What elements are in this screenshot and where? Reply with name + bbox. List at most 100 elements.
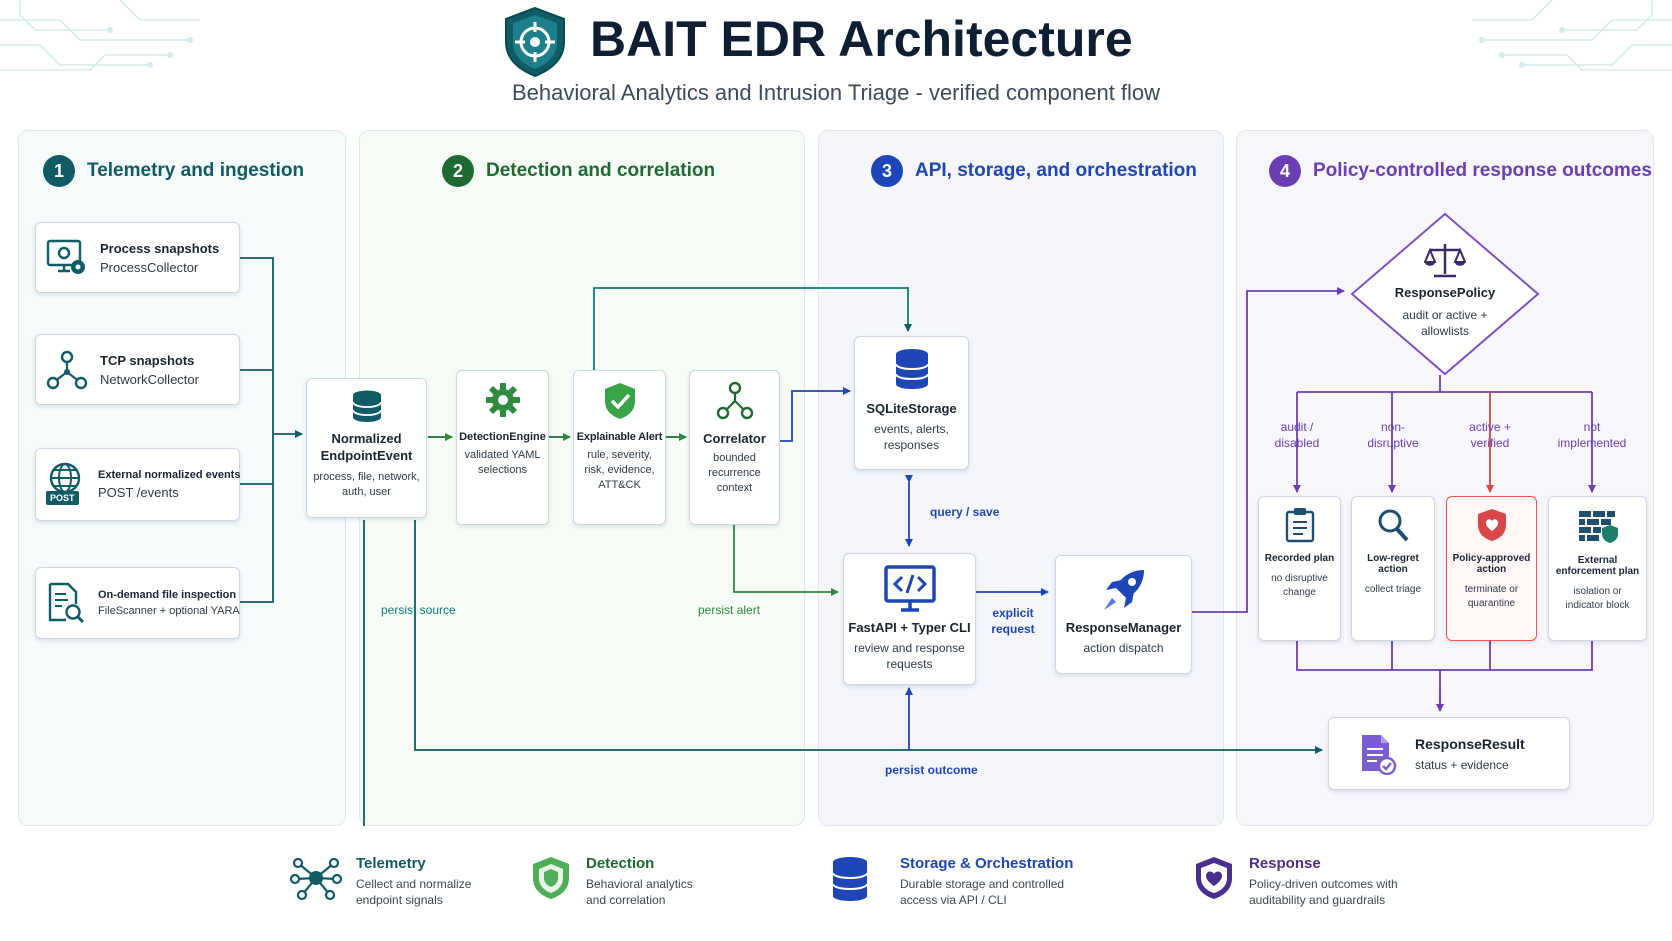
flow-label-query-save: query / save [930, 505, 1000, 519]
outcome-low-regret-action[interactable]: Low-regret action collect triage [1351, 496, 1435, 641]
response-result-card[interactable]: ResponseResult status + evidence [1328, 717, 1570, 790]
tcp-snapshots-card[interactable]: TCP snapshots NetworkCollector [35, 334, 240, 405]
card-title: Normalized EndpointEvent [320, 431, 413, 463]
outcome-recorded-plan[interactable]: Recorded plan no disruptive change [1258, 496, 1341, 641]
legend-detection: Detection Behavioral analytics and corre… [530, 855, 704, 908]
card-title: TCP snapshots [100, 352, 195, 368]
card-title: Policy-approved action [1452, 553, 1531, 575]
legend-title: Telemetry [356, 855, 426, 872]
card-subtitle: process, file, network, auth, user [313, 470, 420, 498]
graph-icon [716, 381, 753, 420]
legend-description: Durable storage and controlled access vi… [900, 877, 1065, 908]
panel-storage: 3 API, storage, and orchestration [818, 130, 1224, 826]
card-subtitle: bounded recurrence context [708, 452, 761, 494]
normalized-event-card[interactable]: Normalized EndpointEvent process, file, … [306, 378, 427, 518]
scales-icon [1424, 244, 1466, 278]
legend-response: Response Policy-driven outcomes with aud… [1193, 855, 1409, 908]
flow-label-persist-source: persist source [381, 603, 456, 617]
card-title: FastAPI + Typer CLI [848, 620, 971, 635]
card-title: ResponseManager [1065, 620, 1182, 635]
card-subtitle: ProcessCollector [100, 259, 199, 275]
panel-number-badge: 3 [871, 155, 903, 187]
explainable-alert-card[interactable]: Explainable Alert rule, severity, risk, … [573, 370, 666, 525]
post-badge: POST [46, 490, 79, 505]
legend-description: Policy-driven outcomes with auditability… [1249, 877, 1398, 908]
card-subtitle: action dispatch [1083, 641, 1164, 655]
shield-heart-icon [1196, 857, 1232, 899]
card-subtitle: status + evidence [1415, 757, 1509, 772]
panel-storage-header: 3 API, storage, and orchestration [871, 155, 1197, 187]
card-title: Low-regret action [1367, 553, 1419, 575]
card-title: External normalized events [98, 469, 241, 481]
database-icon [894, 349, 929, 389]
card-subtitle: isolation or indicator block [1565, 586, 1630, 611]
policy-title: ResponsePolicy [1394, 285, 1496, 300]
card-title: ResponseResult [1415, 735, 1525, 752]
flow-label-explicit-request: explicit request [991, 606, 1035, 636]
response-policy-diamond[interactable]: ResponsePolicy audit or active + allowli… [1350, 212, 1540, 376]
clipboard-icon [1285, 508, 1314, 543]
shield-check-icon [604, 383, 635, 419]
card-title: Recorded plan [1264, 553, 1335, 564]
database-icon [832, 857, 868, 901]
logo-shield-icon [505, 6, 565, 78]
flow-label-persist-alert: persist alert [698, 603, 761, 617]
branch-label-not-implemented: not implemented [1557, 420, 1627, 450]
rocket-icon [1103, 570, 1144, 610]
shield-alert-icon [1477, 509, 1506, 541]
legend-description: Cellect and normalize endpoint signals [356, 877, 472, 908]
legend-title: Response [1249, 855, 1321, 872]
card-title: On-demand file inspection [98, 589, 237, 601]
legend-title: Storage & Orchestration [900, 855, 1074, 872]
response-manager-card[interactable]: ResponseManager action dispatch [1055, 555, 1192, 674]
panel-number-badge: 2 [442, 155, 474, 187]
circuit-decoration-left [0, 0, 200, 71]
panel-telemetry-title: Telemetry and ingestion [87, 160, 305, 181]
fastapi-cli-card[interactable]: FastAPI + Typer CLI review and response … [843, 553, 976, 685]
card-title: SQLiteStorage [866, 401, 957, 416]
legend-title: Detection [586, 855, 655, 872]
page-subtitle: Behavioral Analytics and Intrusion Triag… [511, 80, 1161, 105]
detection-engine-card[interactable]: DetectionEngine validated YAML selection… [456, 370, 549, 525]
file-inspection-card[interactable]: On-demand file inspection FileScanner + … [35, 567, 240, 639]
gear-icon [485, 383, 520, 417]
card-subtitle: events, alerts, responses [874, 422, 949, 453]
outcome-external-enforcement[interactable]: External enforcement plan isolation or i… [1548, 496, 1647, 641]
panel-storage-title: API, storage, and orchestration [915, 160, 1197, 181]
card-subtitle: validated YAML selections [464, 449, 541, 476]
panel-response-header: 4 Policy-controlled response outcomes [1269, 155, 1652, 187]
card-subtitle: collect triage [1364, 584, 1422, 595]
magnifier-icon [1378, 509, 1409, 542]
card-title: Explainable Alert [576, 431, 663, 443]
panel-response-title: Policy-controlled response outcomes [1313, 160, 1652, 181]
card-subtitle: FileScanner + optional YARA [98, 605, 240, 617]
panel-number-badge: 4 [1269, 155, 1301, 187]
card-title: External enforcement plan [1555, 555, 1640, 577]
legend-description: Behavioral analytics and correlation [586, 877, 693, 908]
firewall-icon [1578, 511, 1618, 543]
policy-subtitle: audit or active + allowlists [1402, 308, 1488, 339]
outcome-policy-approved-action[interactable]: Policy-approved action terminate or quar… [1446, 496, 1537, 641]
panel-telemetry-header: 1 Telemetry and ingestion [43, 155, 304, 187]
card-subtitle: review and response requests [854, 641, 965, 672]
sqlite-storage-card[interactable]: SQLiteStorage events, alerts, responses [854, 336, 969, 470]
file-search-icon [48, 582, 85, 624]
external-events-card[interactable]: POST External normalized events POST /ev… [35, 448, 240, 521]
card-title: Correlator [703, 431, 766, 446]
card-subtitle: rule, severity, risk, evidence, ATT&CK [584, 449, 655, 491]
globe-post-icon: POST [46, 462, 86, 508]
legend-telemetry: Telemetry Cellect and normalize endpoint… [290, 855, 474, 908]
monitor-gear-icon [46, 239, 85, 274]
card-title: DetectionEngine [459, 431, 546, 443]
shield-icon [533, 857, 569, 899]
correlator-card[interactable]: Correlator bounded recurrence context [689, 370, 780, 525]
process-snapshots-card[interactable]: Process snapshots ProcessCollector [35, 222, 240, 293]
code-monitor-icon [883, 565, 936, 612]
panel-number-badge: 1 [43, 155, 75, 187]
card-subtitle: POST /events [98, 485, 179, 500]
card-title: Process snapshots [100, 240, 220, 256]
card-subtitle: no disruptive change [1271, 573, 1328, 598]
document-check-icon [1362, 734, 1397, 775]
branch-label-non-disruptive: non-disruptive [1367, 420, 1419, 450]
